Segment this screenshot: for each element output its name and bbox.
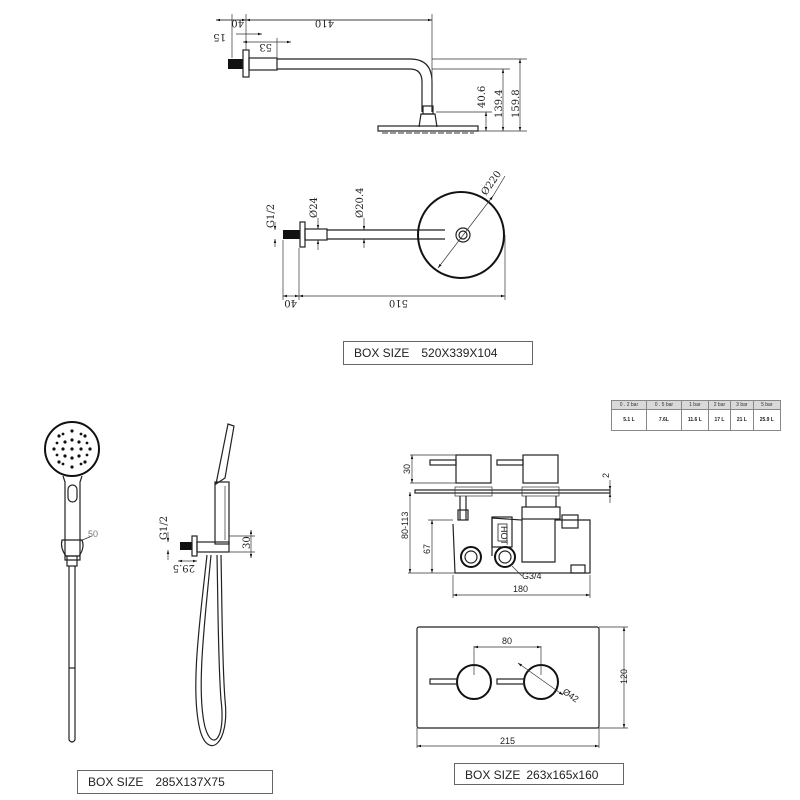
wall-flange	[242, 49, 250, 78]
flow-rate-table: 0 . 2 bar 0 . 5 bar 1 bar 2 bar 3 bar 5 …	[611, 400, 782, 431]
svg-text:30: 30	[402, 464, 412, 474]
svg-text:Ø20.4: Ø20.4	[355, 188, 366, 218]
svg-text:120: 120	[619, 669, 629, 684]
svg-text:G1/2: G1/2	[159, 516, 170, 540]
flow-table-value-row: 5.1 L 7.6L 11.6 L 17 L 21 L 25.9 L	[611, 409, 782, 431]
svg-text:80: 80	[502, 636, 512, 646]
overhead-shower-top-view: Ø220 G1/2 Ø24 Ø20.4 40 510	[266, 169, 506, 308]
flow-value: 7.6L	[645, 409, 682, 431]
box-size-value: 285X137X75	[155, 775, 225, 789]
svg-text:Ø24: Ø24	[309, 197, 320, 218]
pressure-header: 0 . 5 bar	[645, 400, 682, 410]
svg-text:80-113: 80-113	[400, 512, 410, 539]
svg-text:G1/2: G1/2	[266, 204, 277, 228]
svg-text:G3/4: G3/4	[522, 571, 542, 581]
flow-value: 11.6 L	[680, 409, 709, 431]
handshower-front-view: 50	[44, 421, 100, 743]
overhead-box-size: BOX SIZE 520X339X104	[343, 341, 533, 365]
svg-text:Ø42: Ø42	[561, 686, 581, 704]
svg-text:159.8: 159.8	[511, 89, 522, 118]
svg-text:410: 410	[315, 17, 334, 28]
svg-text:53: 53	[259, 41, 272, 52]
flow-value: 25.9 L	[752, 409, 782, 431]
box-size-label: BOX SIZE	[354, 346, 410, 360]
pressure-header: 0 . 2 bar	[611, 400, 647, 410]
pressure-header: 1 bar	[680, 400, 709, 410]
pressure-header: 5 bar	[752, 400, 782, 410]
spray-nozzles	[52, 429, 92, 469]
flow-value: 5.1 L	[611, 409, 647, 431]
overhead-shower-side-view: 40 410 15 53 40.6 139.4 159.8	[213, 14, 527, 134]
svg-text:40: 40	[231, 17, 244, 28]
svg-text:40.6: 40.6	[477, 86, 488, 108]
mixer-side-view: HOT 30 80-113 67 2 G3/4 180	[400, 454, 612, 598]
handshower-side-view: G1/2 29.5 30	[159, 423, 255, 747]
svg-text:139.4: 139.4	[494, 89, 505, 118]
svg-text:15: 15	[213, 31, 226, 42]
mixer-box-size: BOX SIZE 263x165x160	[454, 763, 624, 785]
handshower-box-size: BOX SIZE 285X137X75	[77, 770, 273, 794]
svg-text:180: 180	[513, 584, 528, 594]
box-size-label: BOX SIZE	[88, 775, 144, 789]
svg-text:40: 40	[284, 297, 297, 308]
flow-table-header-row: 0 . 2 bar 0 . 5 bar 1 bar 2 bar 3 bar 5 …	[611, 400, 782, 410]
box-size-value: 263x165x160	[526, 768, 599, 782]
pressure-header: 3 bar	[730, 400, 754, 410]
box-size-label: BOX SIZE	[465, 768, 521, 782]
mixer-front-view: 80 Ø42 120 215	[416, 626, 629, 748]
svg-text:30: 30	[242, 536, 253, 549]
svg-text:67: 67	[422, 544, 432, 554]
thread-inlet	[228, 59, 243, 69]
flow-value: 17 L	[707, 409, 732, 431]
svg-text:50: 50	[88, 529, 98, 539]
svg-text:510: 510	[389, 297, 408, 308]
svg-text:HOT: HOT	[499, 526, 509, 546]
svg-text:215: 215	[500, 736, 515, 746]
svg-text:29.5: 29.5	[173, 562, 195, 573]
pressure-header: 2 bar	[707, 400, 732, 410]
svg-text:2: 2	[601, 473, 611, 478]
shower-head-circle	[417, 191, 505, 279]
box-size-value: 520X339X104	[421, 346, 498, 360]
flow-value: 21 L	[730, 409, 754, 431]
